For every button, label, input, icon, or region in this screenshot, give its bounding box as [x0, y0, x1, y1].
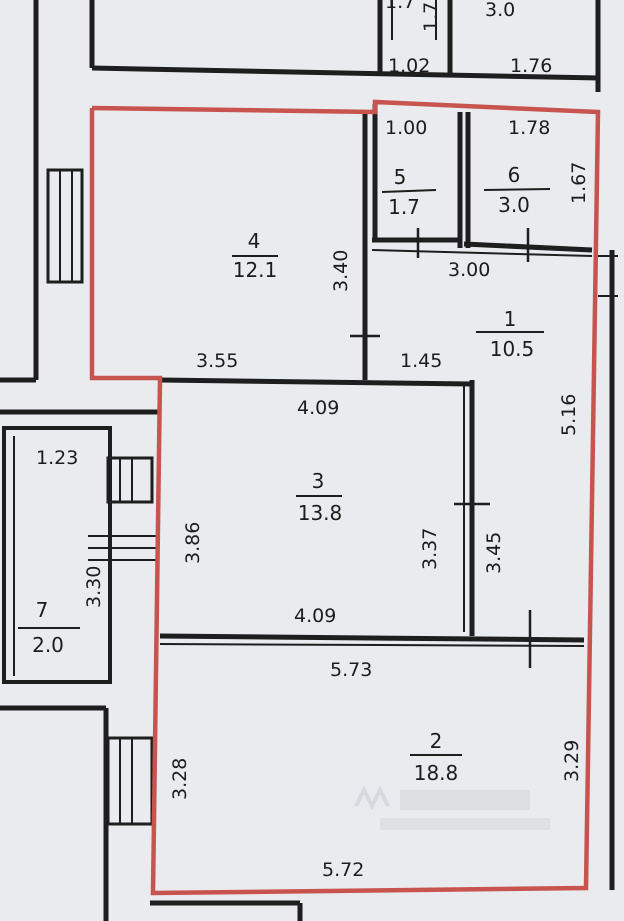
dim-3-86: 3.86	[182, 522, 204, 564]
room-7-number: 7	[36, 598, 49, 622]
room-5-number: 5	[394, 165, 407, 189]
dim-5-73: 5.73	[330, 659, 372, 681]
dim-3-37: 3.37	[419, 528, 441, 570]
dim-1-00: 1.00	[385, 117, 427, 139]
dim-3-29: 3.29	[561, 740, 583, 782]
top-unit-dim-1-71: 1.71	[420, 0, 442, 32]
dim-4-09-top: 4.09	[297, 397, 339, 419]
room-3-number: 3	[312, 469, 325, 493]
dim-3-45: 3.45	[483, 532, 505, 574]
dim-3-00: 3.00	[448, 259, 490, 281]
room-6-number: 6	[508, 163, 521, 187]
dim-3-40: 3.40	[330, 250, 352, 292]
room-6-area: 3.0	[498, 193, 530, 217]
room-1-number: 1	[504, 307, 517, 331]
room-labels: 4 12.1 5 1.7 6 3.0 1 10.5 3 13.8 2 18.8 …	[18, 163, 551, 785]
dim-3-28: 3.28	[169, 758, 191, 800]
top-neighbor-unit: 1.7 3.0 1.71 1.02 1.76	[89, 0, 601, 92]
dim-4-09-bottom: 4.09	[294, 605, 336, 627]
dim-3-30: 3.30	[83, 566, 105, 608]
top-unit-area-right: 3.0	[485, 0, 515, 21]
dim-1-67: 1.67	[568, 162, 590, 204]
room-2-number: 2	[430, 729, 443, 753]
top-unit-dim-1-76: 1.76	[510, 55, 552, 77]
room-3-area: 13.8	[298, 501, 343, 525]
room-4-number: 4	[248, 229, 261, 253]
room-5-area: 1.7	[388, 195, 420, 219]
room-7-area: 2.0	[32, 633, 64, 657]
dimension-labels: 1.00 1.78 1.67 3.40 3.00 3.55 1.45 4.09 …	[36, 117, 590, 881]
dim-1-78: 1.78	[508, 117, 550, 139]
unit-outline	[89, 99, 601, 896]
dim-5-72: 5.72	[322, 859, 364, 881]
room-2-area: 18.8	[414, 761, 459, 785]
dim-1-23: 1.23	[36, 447, 78, 469]
top-unit-dim-1-02: 1.02	[388, 55, 430, 77]
dim-3-55: 3.55	[196, 350, 238, 372]
dim-1-45: 1.45	[400, 350, 442, 372]
interior-walls	[159, 104, 593, 668]
top-unit-area-left: 1.7	[385, 0, 415, 13]
room-4-area: 12.1	[233, 258, 278, 282]
room-1-area: 10.5	[490, 337, 535, 361]
dim-5-16: 5.16	[558, 394, 580, 436]
watermark-logo	[354, 785, 550, 830]
